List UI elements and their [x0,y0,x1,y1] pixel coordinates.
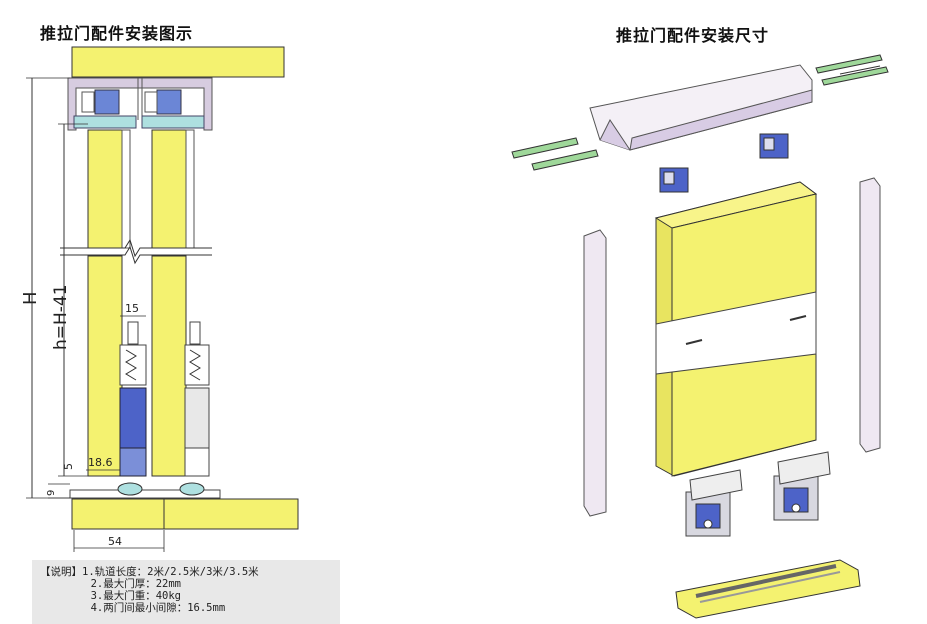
dim-5: 5 [62,463,75,470]
dim-h: h=H-41 [51,284,71,350]
top-guide-roller-right [156,89,182,115]
dim-15: 15 [125,302,139,315]
dim-54: 54 [108,535,122,548]
bottom-floor-beam [71,498,299,530]
notes-line-2: 2.最大门厚：22mm [90,578,182,590]
bottom-roller-right [184,387,210,449]
side-jamb-right [859,177,881,453]
top-guide-strip-left [73,115,137,129]
top-guides-right [815,54,889,86]
door-left-lower [87,255,123,477]
exploded-view-diagram [511,54,889,619]
top-guide-roller-left [94,89,120,115]
door-left-upper [87,129,123,249]
notes-prefix: 【说明】 [40,566,82,578]
top-rail-profile [67,77,213,131]
dim-18-6: 18.6 [88,456,113,469]
bottom-roller-right-assembly [773,451,831,521]
door-right-upper [151,129,187,249]
bottom-roller-left [119,387,147,449]
dim-9: 9 [46,490,57,496]
notes-line-1: 1.轨道长度：2米/2.5米/3米/3.5米 [82,566,259,578]
notes-panel [32,560,340,624]
section-title-installation-dimensions: 推拉门配件安装尺寸 [616,26,770,45]
top-guide-strip-right [141,115,205,129]
installation-notes: 【说明】1.轨道长度：2米/2.5米/3米/3.5米 2.最大门厚：22mm 3… [40,566,259,614]
door-right-lower [151,255,187,477]
bottom-roller-left-assembly [685,469,743,537]
dim-H: H [20,291,41,305]
top-header-beam [71,46,285,78]
notes-line-4: 4.两门间最小间隙：16.5mm [90,602,226,614]
section-title-installation-diagram: 推拉门配件安装图示 [40,24,194,43]
side-jamb-left [583,229,607,517]
bottom-track-block [675,559,861,619]
notes-line-3: 3.最大门重：40kg [90,590,182,602]
top-guides-left [511,137,599,171]
cross-section-diagram: H h=H-41 15 5 18.6 9 54 [20,46,299,552]
